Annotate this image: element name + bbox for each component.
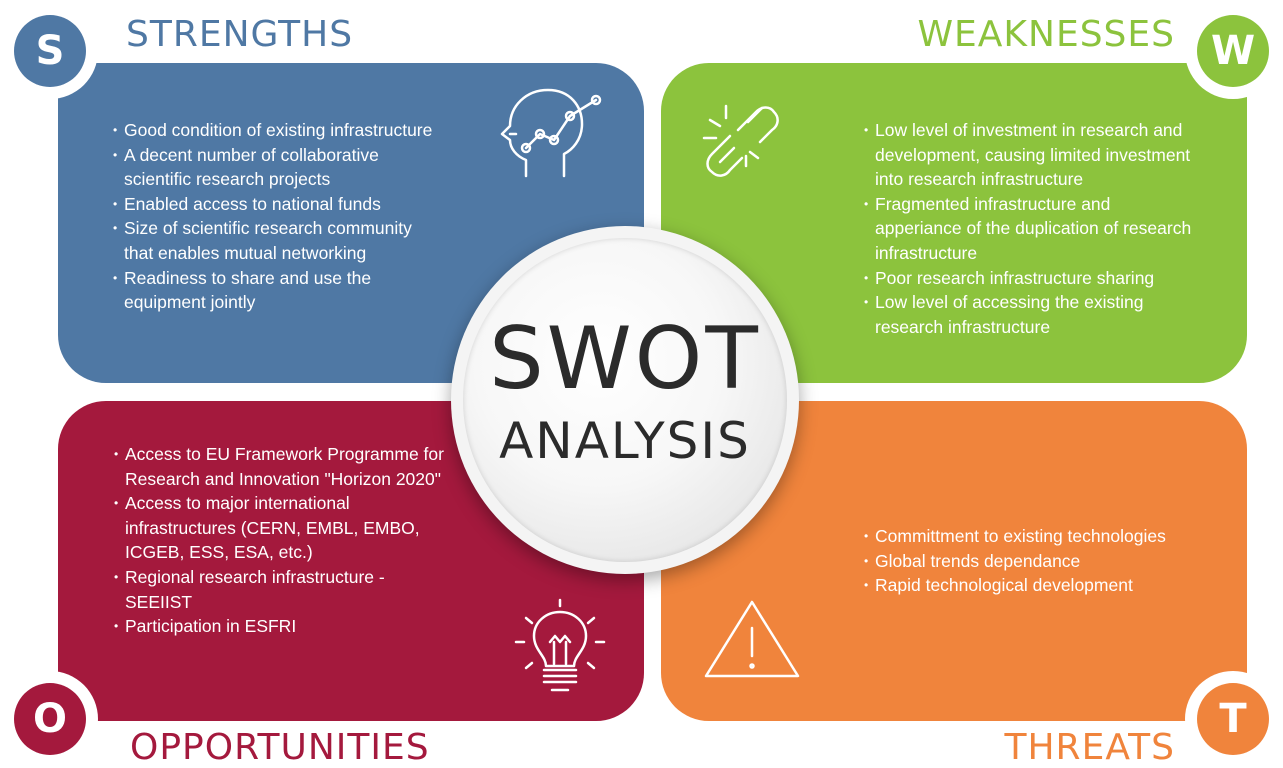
lightbulb-icon [510, 598, 610, 698]
opportunities-title: OPPORTUNITIES [130, 727, 430, 768]
weaknesses-list: Low level of investment in research and … [864, 118, 1194, 339]
weaknesses-title: WEAKNESSES [917, 14, 1175, 55]
weaknesses-item: Low level of investment in research and … [864, 118, 1194, 192]
weaknesses-letter: W [1197, 15, 1269, 87]
opportunities-item: Access to major international infrastruc… [114, 491, 444, 565]
opportunities-letter: O [14, 683, 86, 755]
strengths-title: STRENGTHS [126, 14, 354, 55]
weaknesses-item: Low level of accessing the existing rese… [864, 290, 1194, 339]
threats-item: Global trends dependance [864, 549, 1214, 574]
strengths-item: Size of scientific research community th… [113, 216, 443, 265]
threats-list: Committment to existing technologies Glo… [864, 524, 1214, 598]
opportunities-badge: O [2, 671, 98, 767]
opportunities-item: Participation in ESFRI [114, 614, 444, 639]
strengths-list: Good condition of existing infrastructur… [113, 118, 443, 315]
threats-item: Committment to existing technologies [864, 524, 1214, 549]
threats-badge: T [1185, 671, 1281, 767]
opportunities-item: Regional research infrastructure - SEEII… [114, 565, 444, 614]
strengths-letter: S [14, 15, 86, 87]
strengths-item: Enabled access to national funds [113, 192, 443, 217]
strengths-item: Readiness to share and use the equipment… [113, 266, 443, 315]
strengths-badge: S [2, 3, 98, 99]
threats-title: THREATS [1004, 727, 1175, 768]
opportunities-list: Access to EU Framework Programme for Res… [114, 442, 444, 639]
swot-title: SWOT [489, 309, 761, 409]
broken-chain-icon [686, 92, 786, 182]
opportunities-item: Access to EU Framework Programme for Res… [114, 442, 444, 491]
head-growth-chart-icon [498, 82, 608, 182]
threats-letter: T [1197, 683, 1269, 755]
strengths-item: A decent number of collaborative scienti… [113, 143, 443, 192]
swot-center-inner [463, 238, 787, 562]
weaknesses-item: Fragmented infrastructure and apperiance… [864, 192, 1194, 266]
swot-subtitle: ANALYSIS [499, 412, 751, 470]
weaknesses-badge: W [1185, 3, 1281, 99]
threats-item: Rapid technological development [864, 573, 1214, 598]
strengths-item: Good condition of existing infrastructur… [113, 118, 443, 143]
swot-center-circle: SWOT ANALYSIS [451, 226, 799, 574]
weaknesses-item: Poor research infrastructure sharing [864, 266, 1194, 291]
warning-triangle-icon [700, 598, 804, 682]
